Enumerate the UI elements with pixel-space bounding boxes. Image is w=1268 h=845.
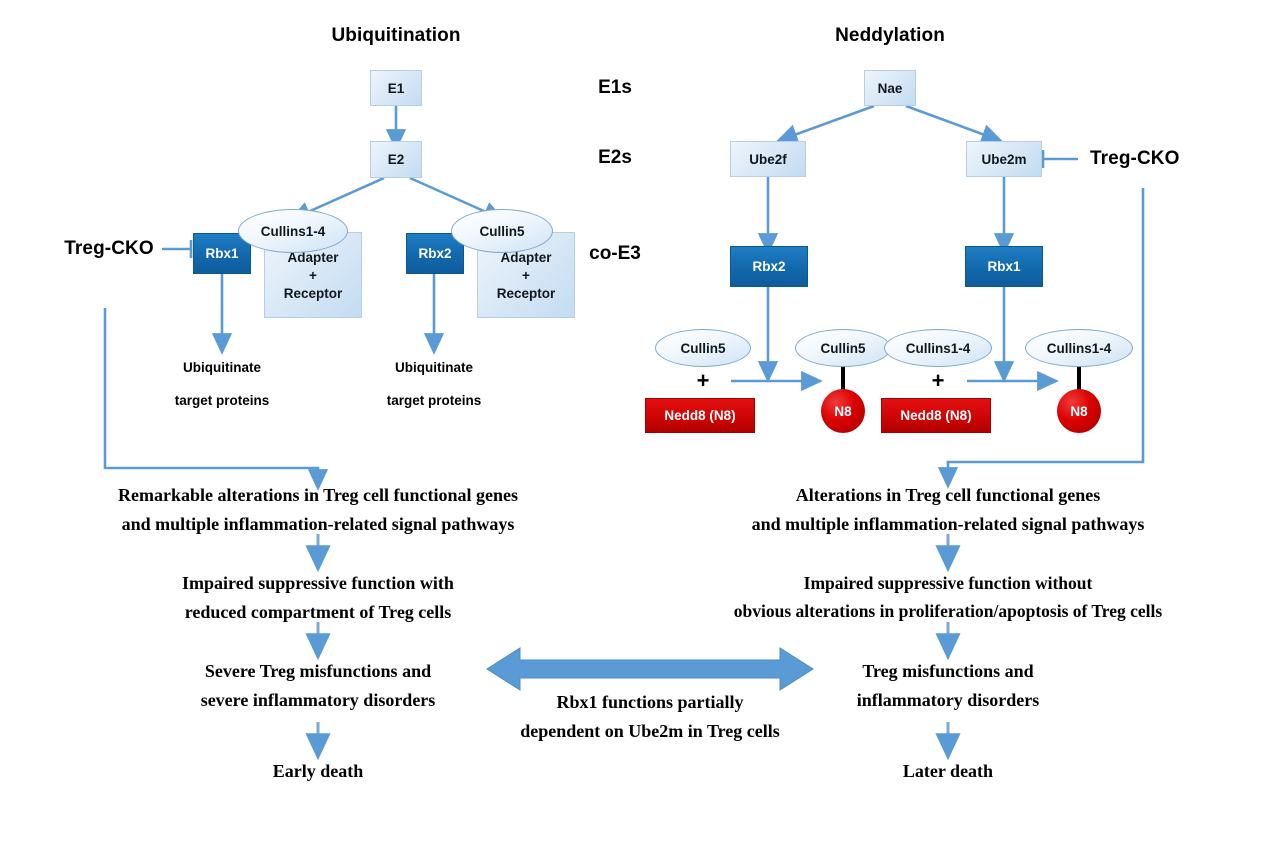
title-neddylation: Neddylation	[835, 25, 945, 46]
box-ube2m[interactable]: Ube2m	[966, 141, 1042, 177]
adapter-plus: +	[522, 267, 530, 283]
box-rbx1-right[interactable]: Rbx1	[965, 246, 1043, 287]
conclusion-left-2: Impaired suppressive function with reduc…	[88, 569, 548, 627]
box-nedd8-right[interactable]: Nedd8 (N8)	[881, 398, 991, 433]
box-nedd8-left[interactable]: Nedd8 (N8)	[645, 398, 755, 433]
center-link-line: dependent on Ube2m in Treg cells	[520, 721, 780, 742]
ellipse-cullin5-substrate[interactable]: Cullin5	[655, 329, 751, 367]
conclusion-right-2: Impaired suppressive function without ob…	[660, 569, 1236, 626]
box-rbx1-left[interactable]: Rbx1	[193, 233, 251, 274]
receptor-label: Receptor	[496, 285, 556, 301]
box-rbx2-right[interactable]: Rbx2	[730, 246, 808, 287]
conclusion-line: Severe Treg misfunctions and	[204, 661, 432, 681]
conclusion-right-4: Later death	[818, 757, 1078, 786]
conclusion-line: obvious alterations in proliferation/apo…	[733, 601, 1163, 622]
conclusion-line: Impaired suppressive function with	[182, 573, 454, 593]
conclusion-line: Impaired suppressive function without	[803, 573, 1093, 593]
conclusion-line: and multiple inflammation-related signal…	[121, 514, 515, 535]
tier-label-e1s: E1s	[598, 77, 632, 98]
sphere-n8-right[interactable]: N8	[1057, 389, 1101, 433]
ellipse-cullins1-4-product[interactable]: Cullins1-4	[1025, 329, 1133, 367]
box-adapter-receptor-left[interactable]: Adapter + Receptor	[264, 232, 362, 318]
ellipse-cullin5-left[interactable]: Cullin5	[451, 209, 553, 253]
conclusion-line: Remarkable alterations in Treg cell func…	[118, 485, 518, 505]
conclusion-left-1: Remarkable alterations in Treg cell func…	[48, 481, 588, 539]
conclusion-line: Later death	[902, 761, 994, 781]
adapter-label: Adapter	[500, 249, 552, 265]
ubiquitinate-line-1: Ubiquitinate	[183, 360, 261, 375]
conclusion-line: Alterations in Treg cell functional gene…	[795, 485, 1101, 505]
ellipse-cullins1-4-left[interactable]: Cullins1-4	[238, 209, 348, 253]
label-treg-cko-right: Treg-CKO	[1090, 148, 1180, 169]
conclusion-left-3: Severe Treg misfunctions and severe infl…	[88, 657, 548, 715]
conclusion-line: and multiple inflammation-related signal…	[751, 514, 1145, 535]
text-ubiquitinate-right: Ubiquitinate target proteins	[352, 352, 516, 416]
ellipse-cullin5-product[interactable]: Cullin5	[795, 329, 891, 367]
box-e1[interactable]: E1	[370, 70, 422, 106]
center-link-text: Rbx1 functions partially dependent on Ub…	[460, 688, 840, 746]
plus-sign-cullins1-4: +	[931, 368, 945, 393]
adapter-plus: +	[309, 267, 317, 283]
box-ube2f[interactable]: Ube2f	[730, 141, 806, 177]
conclusion-right-3: Treg misfunctions and inflammatory disor…	[718, 657, 1178, 715]
receptor-label: Receptor	[283, 285, 343, 301]
conclusion-left-4: Early death	[188, 757, 448, 786]
conclusion-line: severe inflammatory disorders	[200, 690, 436, 711]
tier-label-e2s: E2s	[598, 147, 632, 168]
arrow-nae-to-ube2m	[905, 104, 1004, 144]
tier-label-coe3: co-E3	[589, 243, 641, 264]
ubiquitinate-line-2: target proteins	[386, 393, 482, 408]
ubiquitinate-line-1: Ubiquitinate	[395, 360, 473, 375]
conclusion-line: Early death	[272, 761, 364, 781]
text-ubiquitinate-left: Ubiquitinate target proteins	[140, 352, 304, 416]
conclusion-line: reduced compartment of Treg cells	[184, 602, 452, 623]
arrow-nae-to-ube2f	[775, 104, 875, 144]
ubiquitinate-line-2: target proteins	[174, 393, 270, 408]
title-ubiquitination: Ubiquitination	[331, 25, 461, 46]
ellipse-cullins1-4-substrate[interactable]: Cullins1-4	[884, 329, 992, 367]
box-e2[interactable]: E2	[370, 141, 422, 178]
center-link-line: Rbx1 functions partially	[556, 692, 744, 712]
plus-sign-cullin5: +	[696, 368, 710, 393]
conclusion-line: Treg misfunctions and	[862, 661, 1034, 681]
sphere-n8-left[interactable]: N8	[821, 389, 865, 433]
conclusion-line: inflammatory disorders	[856, 690, 1040, 711]
box-nae[interactable]: Nae	[864, 70, 916, 106]
conclusion-right-1: Alterations in Treg cell functional gene…	[690, 481, 1206, 539]
label-treg-cko-left: Treg-CKO	[64, 238, 154, 259]
adapter-label: Adapter	[287, 249, 339, 265]
